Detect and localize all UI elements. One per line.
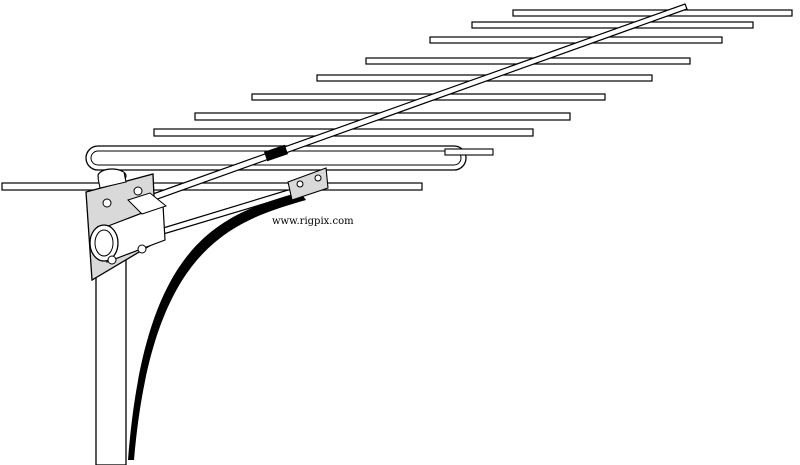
watermark-text: www.rigpix.com <box>272 216 354 227</box>
feed-clamp <box>287 167 329 201</box>
boom <box>149 3 688 202</box>
mast <box>95 254 127 465</box>
mounting-bracket <box>85 168 168 282</box>
director-elements <box>153 9 793 137</box>
reflector-element <box>1 182 423 191</box>
